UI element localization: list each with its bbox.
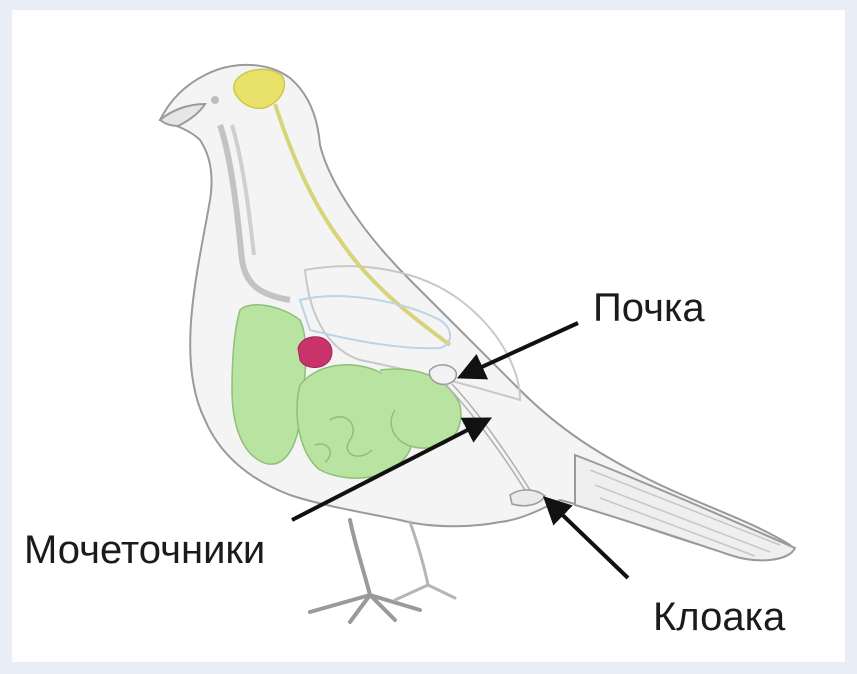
liver <box>232 305 306 464</box>
leg <box>310 520 420 622</box>
ureters-label: Мочеточники <box>24 530 265 570</box>
heart <box>298 337 332 368</box>
kidney-label: Почка <box>593 288 705 328</box>
kidney-organ <box>429 365 456 384</box>
leg-back <box>395 522 455 600</box>
bird-eye <box>211 96 219 104</box>
cloaca-label: Клоака <box>653 597 785 637</box>
